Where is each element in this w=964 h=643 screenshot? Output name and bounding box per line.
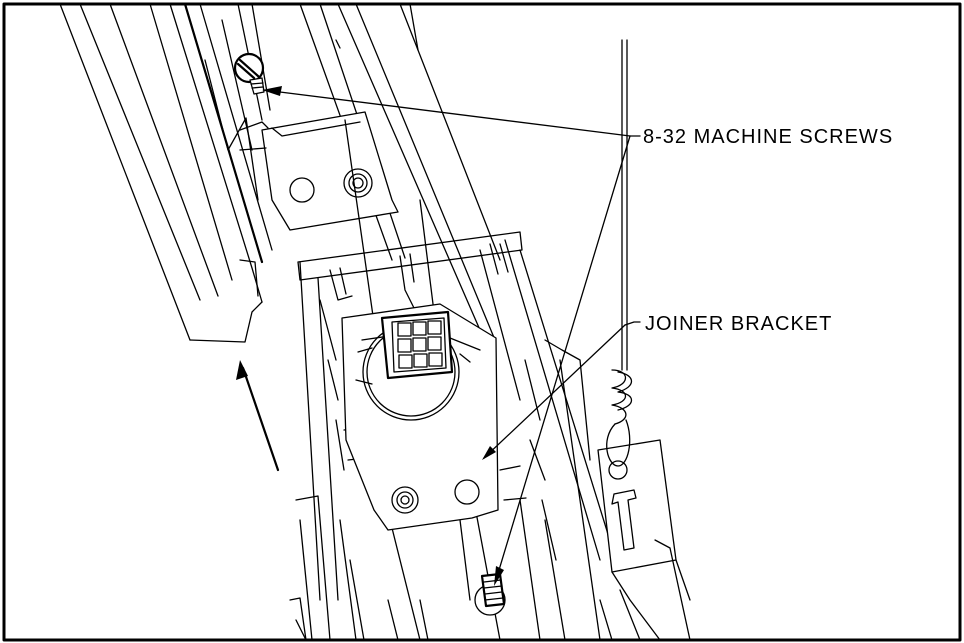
bottom-machine-screw [474, 572, 506, 616]
hanging-wire [606, 39, 633, 467]
upper-screw-plate [239, 111, 399, 231]
top-machine-screw [233, 52, 265, 95]
machine-screws-callout: 8-32 MACHINE SCREWS [643, 126, 893, 148]
electrical-connector [380, 310, 454, 380]
joiner-bracket-callout: JOINER BRACKET [645, 313, 832, 335]
frame-plate [289, 231, 617, 641]
left-extrusion-rail [59, 2, 273, 343]
right-tag-bracket [544, 339, 691, 641]
leader-lines [262, 86, 641, 586]
insertion-arrow [236, 360, 280, 472]
